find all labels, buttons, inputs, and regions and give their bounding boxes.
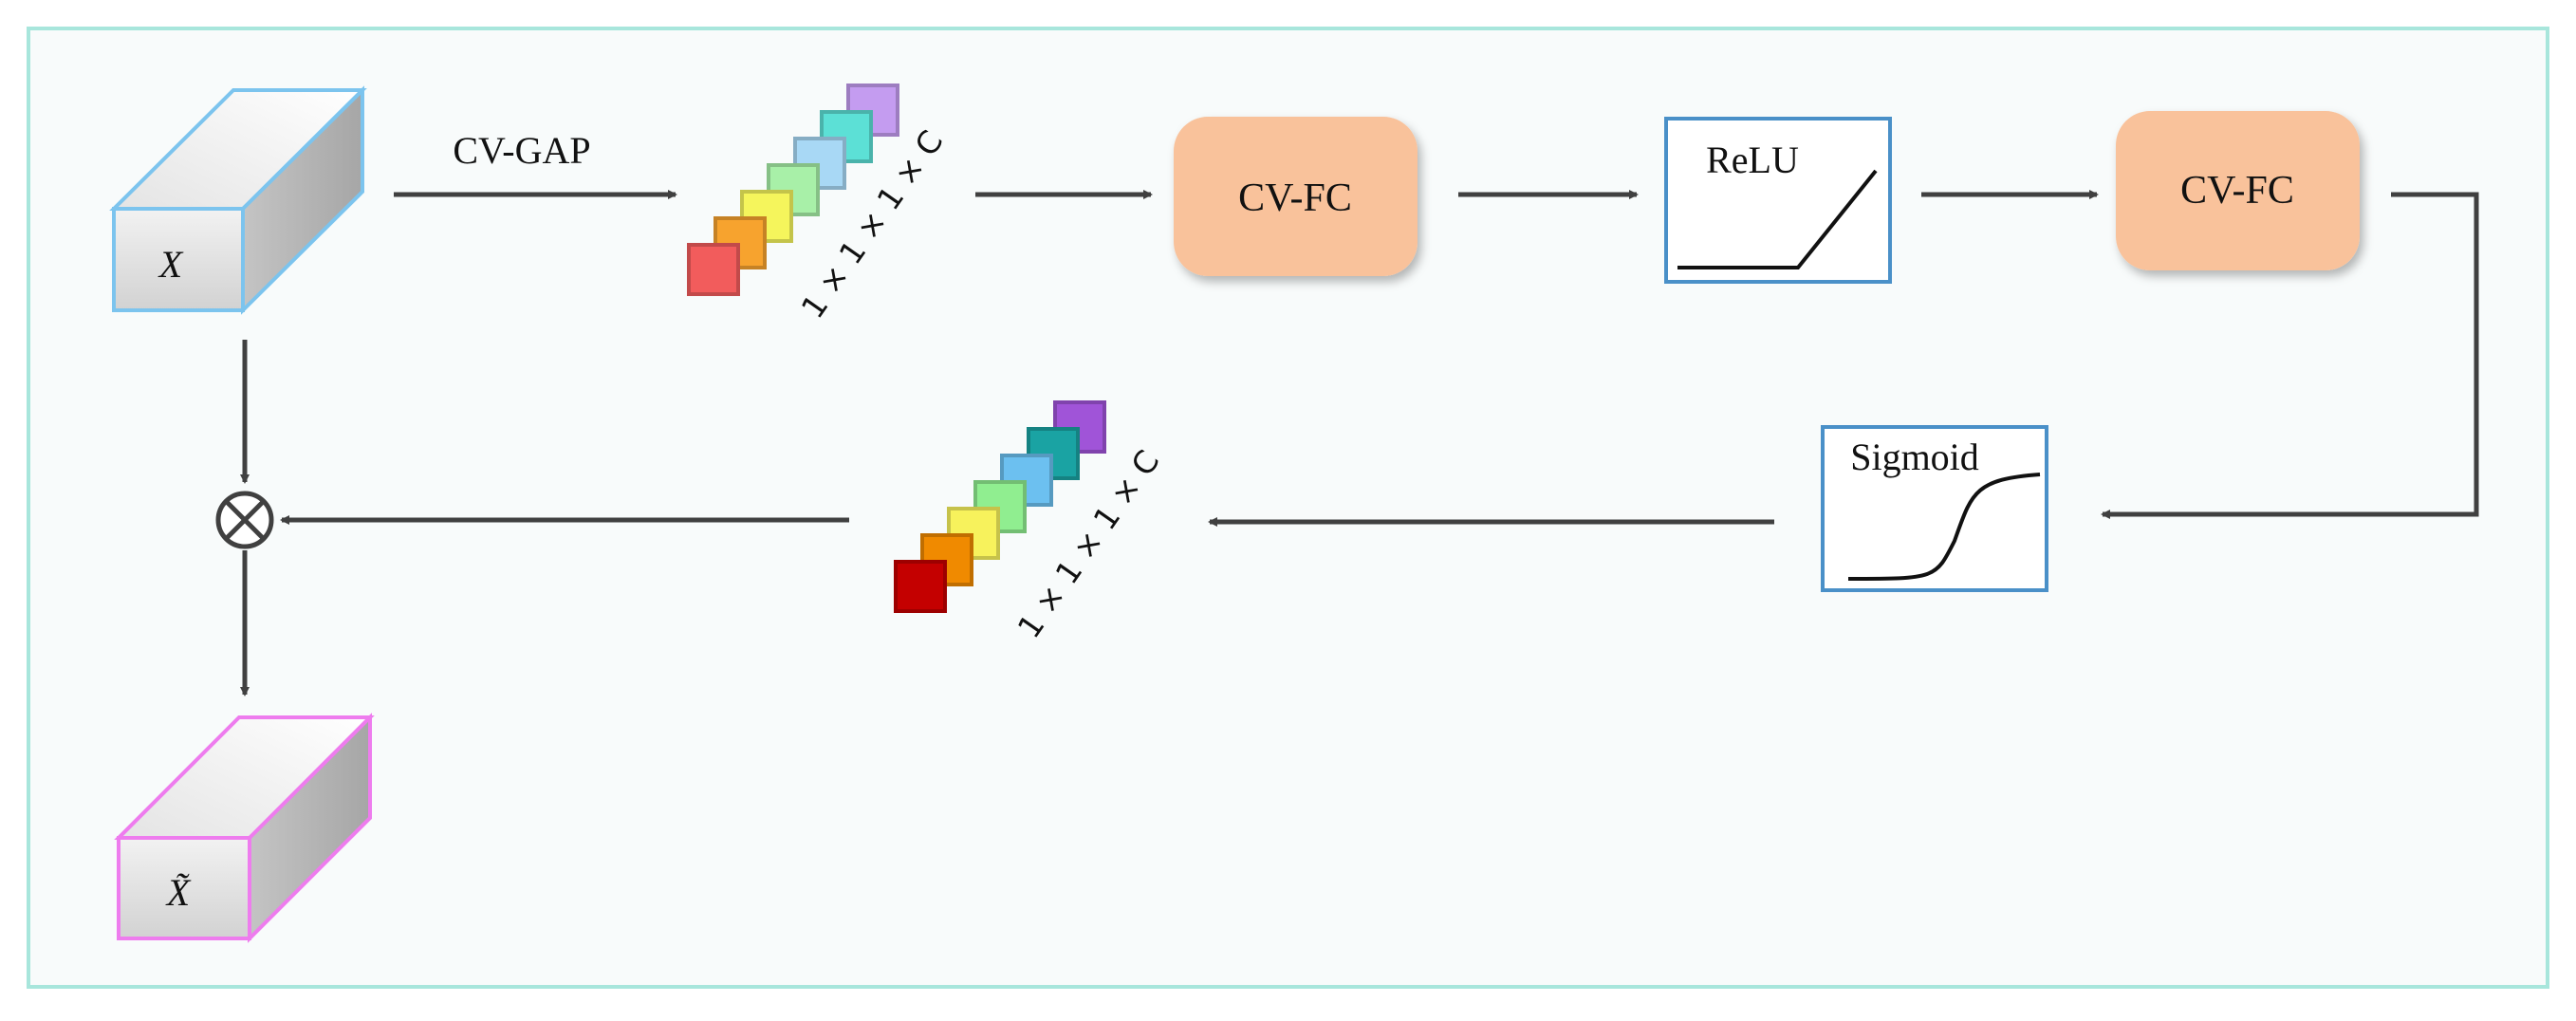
relu-curve: [1677, 169, 1878, 269]
cv-fc-block-2: CV-FC: [2116, 111, 2360, 270]
sigmoid-block: Sigmoid: [1821, 425, 2048, 592]
relu-block: ReLU: [1664, 117, 1892, 284]
input-tensor-label: X: [158, 243, 184, 286]
output-tensor: X̃: [114, 713, 375, 943]
multiply-node: [215, 491, 274, 549]
sigmoid-label: Sigmoid: [1850, 436, 1979, 478]
output-tensor-label: X̃: [165, 871, 192, 914]
cv-fc-block-1: CV-FC: [1174, 117, 1418, 276]
cv-fc-2-label: CV-FC: [2180, 169, 2294, 213]
input-tensor: X: [109, 85, 367, 315]
channel-descriptor-bottom: [894, 400, 1106, 613]
channel-square: [894, 560, 947, 613]
cv-fc-1-label: CV-FC: [1238, 176, 1352, 220]
channel-descriptor-top: [687, 84, 899, 296]
channel-square: [687, 243, 740, 296]
relu-label: ReLU: [1706, 139, 1799, 181]
cv-gap-label: CV-GAP: [453, 129, 590, 172]
arrow-to-sigmoid: [2101, 192, 2479, 519]
sigmoid-curve: [1847, 473, 2041, 581]
